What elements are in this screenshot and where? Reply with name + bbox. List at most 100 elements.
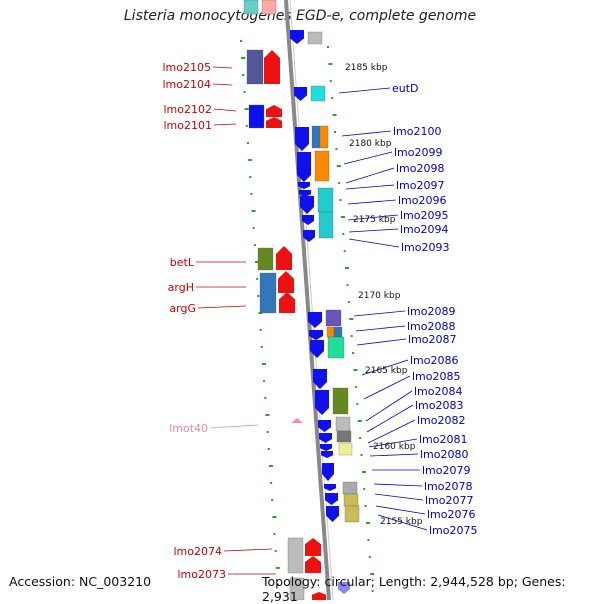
leader-line [223,548,273,552]
tick-mark [246,142,249,144]
gene-arrow-forward [279,292,295,313]
tick-mark [265,414,270,416]
tick-mark [252,227,255,229]
gene-label-right[interactable]: lmo2076 [427,508,476,521]
leader-line [348,238,400,248]
tick-mark [244,108,249,110]
tick-mark [253,244,256,246]
label-leader-lines [196,66,428,575]
gene-label-left[interactable]: argH [168,281,194,294]
tick-mark [335,148,338,150]
gene-label-left[interactable]: betL [170,256,195,269]
tick-mark [251,210,256,212]
gene-box [325,309,342,327]
tick-mark [352,352,355,354]
gene-box [246,49,264,85]
tick-mark [340,216,345,218]
gene-box [311,125,321,149]
gene-label-left[interactable]: lmo2074 [174,545,223,558]
gene-label-right[interactable]: lmo2098 [396,162,445,175]
kbp-label: 2180 kbp [349,139,392,149]
gene-arrow-reverse [309,330,323,340]
tick-mark [353,369,358,371]
gene-arrow-reverse [302,215,314,225]
gene-label-left[interactable]: lmo2104 [163,78,212,91]
tick-mark [273,533,276,535]
leader-line [338,87,391,94]
gene-label-right[interactable]: lmo2079 [422,464,471,477]
gene-label-right[interactable]: lmo2089 [407,305,456,318]
gene-label-right[interactable]: lmo2075 [429,524,478,537]
leader-line [368,438,418,448]
gene-box [336,430,352,443]
tick-mark [363,488,366,490]
map-title: Listeria monocytogenes EGD-e, complete g… [123,8,477,24]
gene-label-left[interactable]: lmo2073 [178,568,227,581]
tick-mark [361,471,366,473]
gene-label-left[interactable]: lmo2102 [164,103,213,116]
gene-box [257,247,274,271]
gene-box [259,272,277,314]
gene-arrow-reverse [298,182,310,189]
gene-label-right[interactable]: lmo2095 [400,209,449,222]
gene-label-right[interactable]: lmo2093 [401,241,450,254]
gene-label-right[interactable]: lmo2100 [393,125,442,138]
gene-label-right[interactable]: lmo2099 [394,146,443,159]
gene-label-left[interactable]: lmo2101 [164,119,213,132]
gene-label-right[interactable]: lmo2085 [412,370,461,383]
gene-label-right[interactable]: lmo2097 [396,179,445,192]
gene-label-right[interactable]: lmo2080 [420,448,469,461]
gene-label-right[interactable]: lmo2087 [408,333,457,346]
gene-label-left[interactable]: lmo2105 [163,61,212,74]
gene-arrow-forward [264,50,280,84]
leader-line [212,66,233,69]
kbp-label: 2175 kbp [353,215,396,225]
leader-line [369,453,419,457]
gene-label-left[interactable]: lmot40 [169,422,208,435]
tick-mark [371,590,374,592]
leader-line [212,83,233,86]
tick-mark [327,46,329,48]
gene-box [289,577,305,600]
leader-line [197,305,247,309]
gene-box [261,0,277,15]
gene-label-right[interactable]: lmo2077 [425,494,474,507]
kbp-label: 2185 kbp [345,63,388,73]
tick-mark [338,182,341,184]
gene-box [344,505,360,523]
tick-mark [343,250,346,252]
gene-label-left[interactable]: argG [169,302,196,315]
gene-box [310,85,326,102]
gene-label-right[interactable]: lmo2083 [415,399,464,412]
gene-label-right[interactable]: lmo2082 [417,414,466,427]
gene-arrow-reverse [318,420,331,432]
leader-line [209,424,259,429]
gene-label-right[interactable]: lmo2086 [410,354,459,367]
gene-label-right[interactable]: lmo2084 [414,385,463,398]
tick-mark [354,386,357,388]
gene-arrow-reverse [320,444,332,451]
tick-mark [249,176,252,178]
gene-box [327,336,345,359]
gene-box [338,442,353,456]
leader-line [365,390,413,422]
leader-line [213,123,237,126]
gene-label-right[interactable]: lmo2088 [407,320,456,333]
tick-mark [245,125,248,127]
gene-label-right[interactable]: eutD [392,82,419,95]
gene-label-right[interactable]: lmo2094 [400,223,449,236]
gene-arrow-reverse [321,451,333,458]
tick-mark [339,199,342,201]
tick-mark [329,80,332,82]
gene-labels[interactable]: lmo2105 lmo2104 lmo2102 lmo2101 betL argH argG… [163,61,478,581]
gene-box [319,125,329,149]
gene-label-right[interactable]: lmo2078 [424,480,473,493]
gene-box [307,31,323,45]
tick-mark [264,397,267,399]
gene-box [317,187,334,213]
leader-line [377,514,428,531]
gene-box [326,326,335,338]
kbp-label: 2165 kbp [365,366,408,376]
gene-label-right[interactable]: lmo2081 [419,433,468,446]
gene-label-right[interactable]: lmo2096 [398,194,447,207]
